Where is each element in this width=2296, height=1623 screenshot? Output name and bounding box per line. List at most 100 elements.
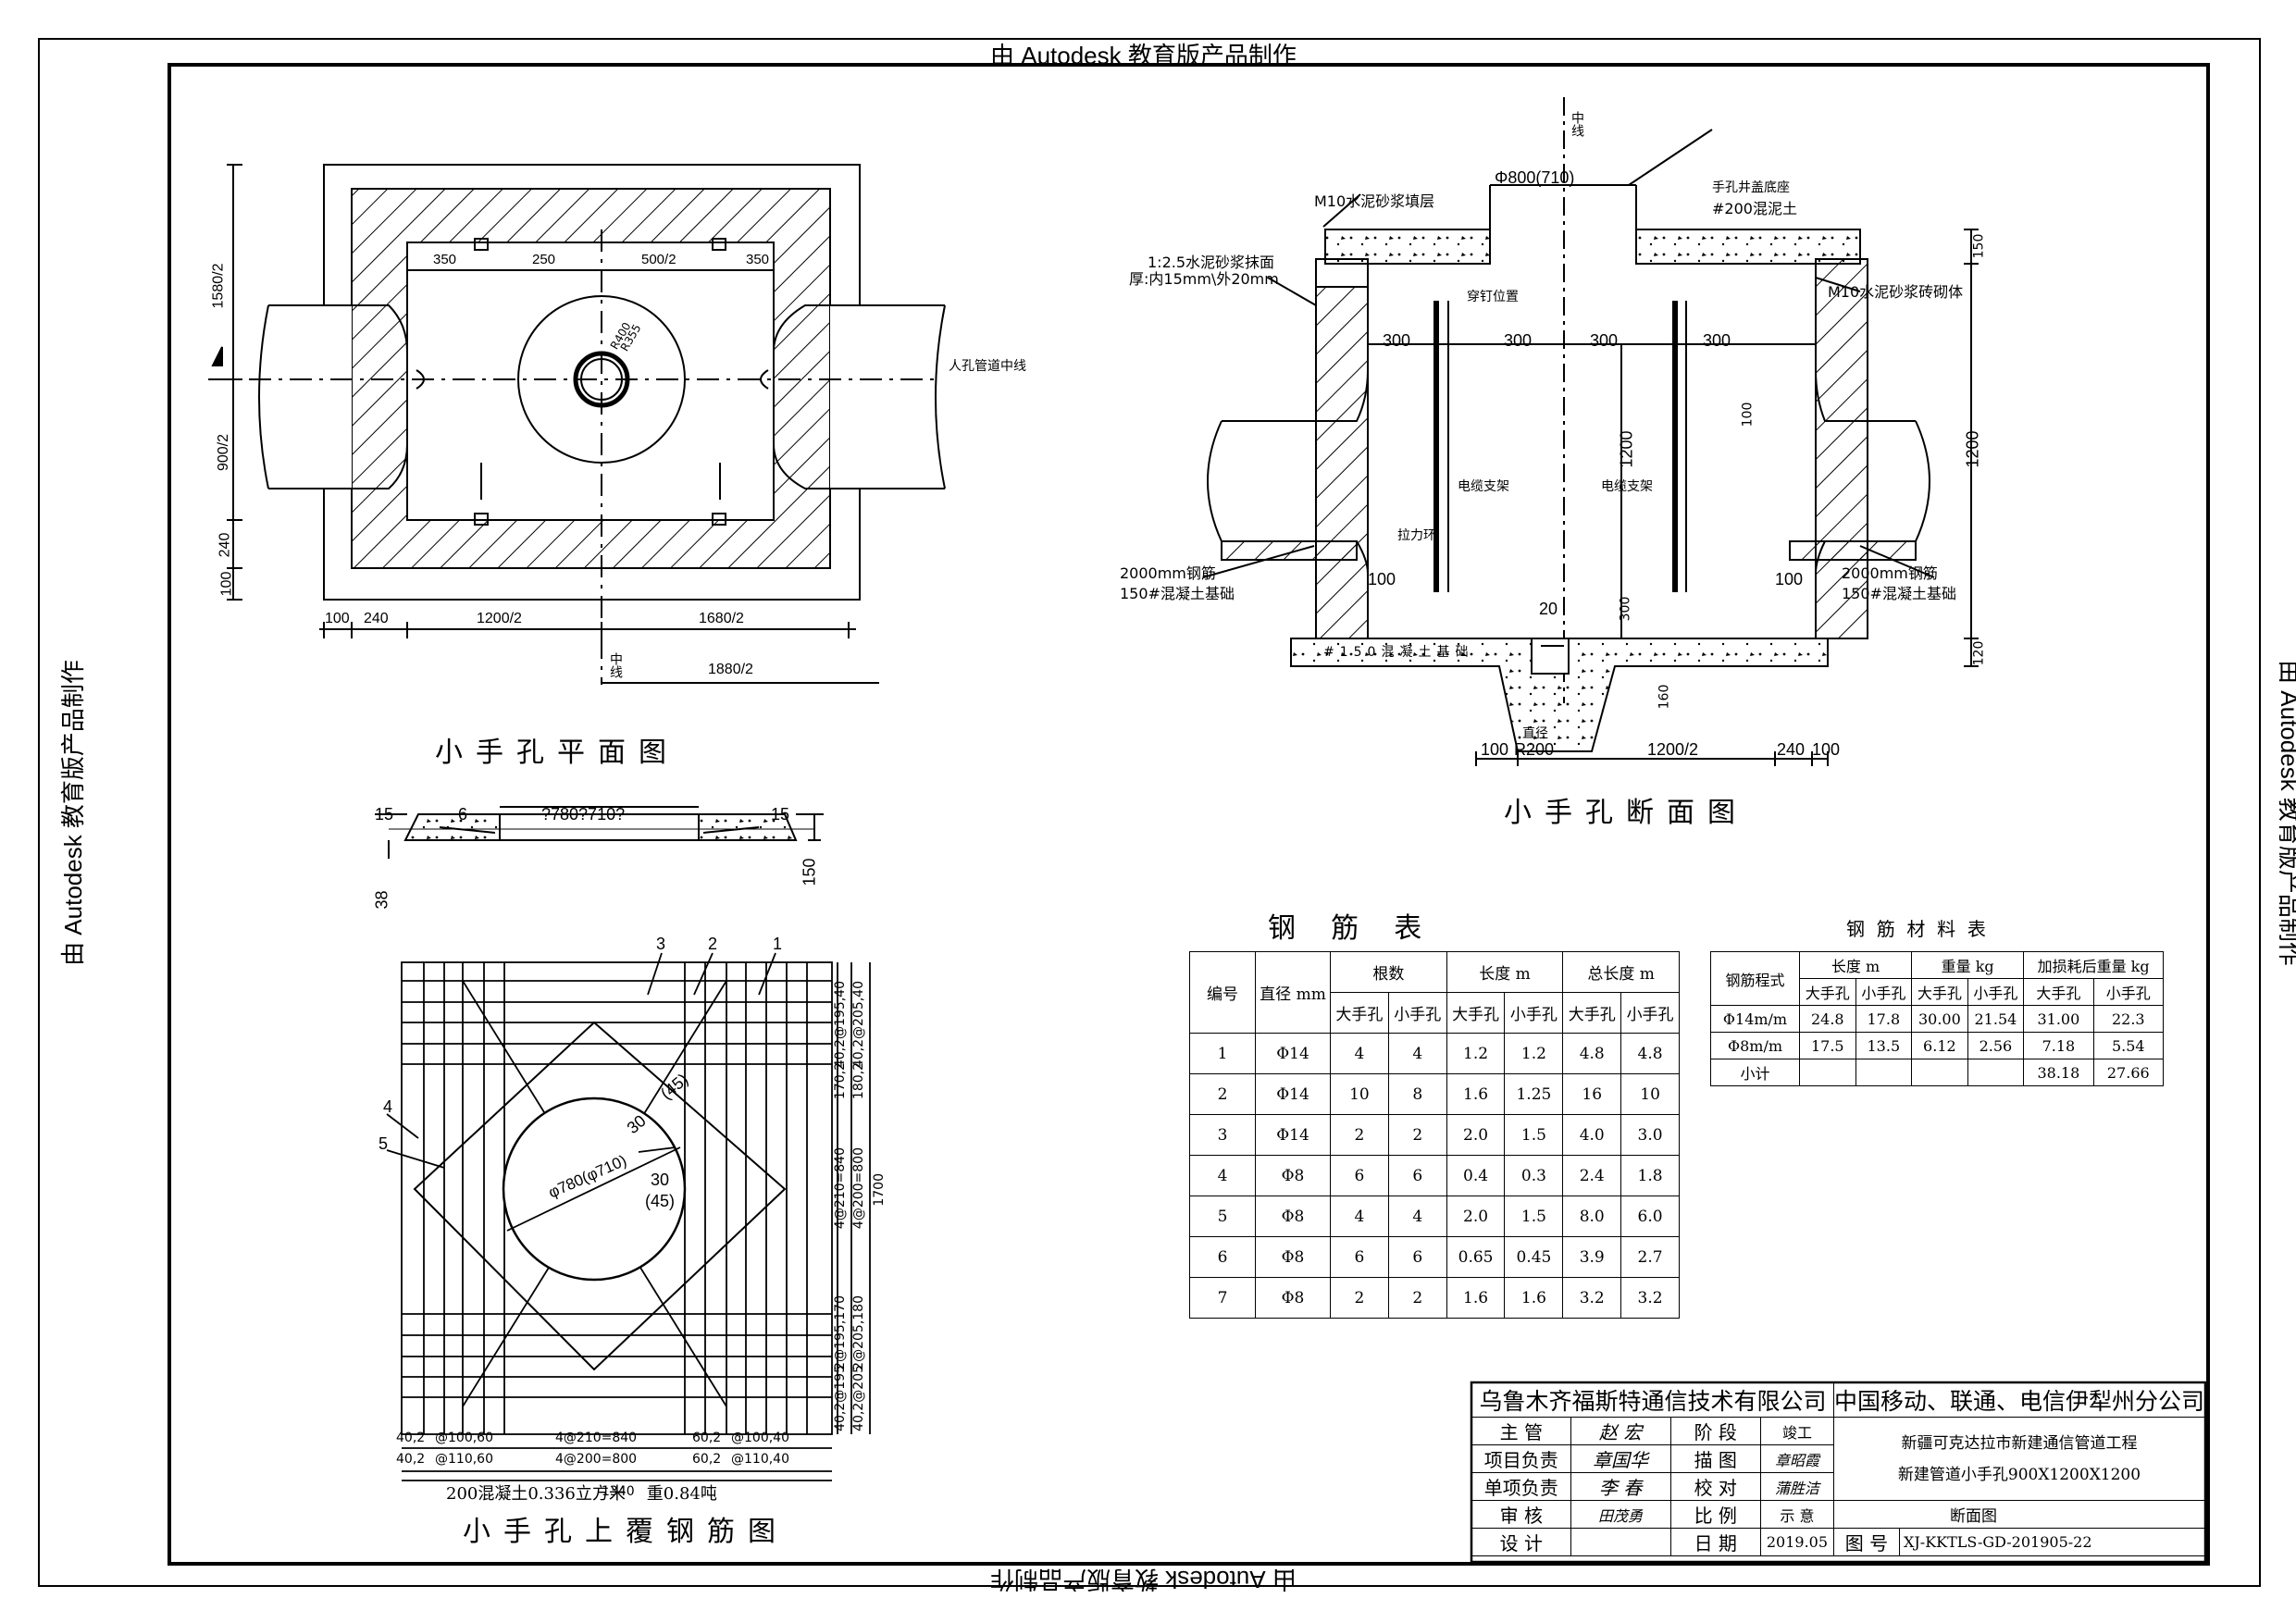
steel-cell: 8.0 bbox=[1562, 1196, 1622, 1237]
section-dim-300-2: 300 bbox=[1504, 331, 1533, 350]
section-dim-100-left: 100 bbox=[1368, 570, 1396, 588]
rebar-right-dim-10: 40,2@195 bbox=[833, 1365, 848, 1431]
tb-value-3: 蒲胜洁 bbox=[1759, 1472, 1834, 1501]
steel-cell: 10 bbox=[1620, 1073, 1680, 1115]
steel-cell: Φ8 bbox=[1255, 1196, 1331, 1237]
material-cell: 27.66 bbox=[2092, 1059, 2165, 1086]
tb-sig-2: 章国华 bbox=[1570, 1444, 1671, 1473]
section-base-left: 150#混凝土基础 bbox=[1120, 585, 1235, 602]
lid-d38: 38 bbox=[372, 890, 391, 910]
tb-role-4: 审 核 bbox=[1471, 1500, 1571, 1529]
steel-cell: 2 bbox=[1387, 1114, 1447, 1156]
company-right: 中国移动、联通、电信伊犁州分公司 bbox=[1832, 1382, 2206, 1418]
steel-cell: 3 bbox=[1189, 1114, 1256, 1156]
plan-dim-top-3: 500/2 bbox=[641, 252, 676, 267]
material-cell: 2.56 bbox=[1967, 1032, 2025, 1059]
tb-field-2: 描 图 bbox=[1669, 1444, 1761, 1473]
material-cell: 6.12 bbox=[1911, 1032, 1968, 1059]
section-dim-20: 20 bbox=[1539, 600, 1558, 618]
rebar-right-dim-5: 4@210=840 bbox=[833, 1147, 848, 1230]
material-cell: 17.5 bbox=[1799, 1032, 1856, 1059]
rebar-bottom-r2-4: 60,2 bbox=[692, 1452, 722, 1467]
project-line-1: 新疆可克达拉市新建通信管道工程 bbox=[1901, 1433, 2138, 1453]
steel-cell: 1.6 bbox=[1446, 1073, 1506, 1115]
section-plaster-2: 厚:内15mm\外20mm bbox=[1129, 270, 1279, 288]
rebar-bottom-r2-5: @110,40 bbox=[731, 1452, 789, 1467]
steel-cell: 4 bbox=[1387, 1033, 1447, 1074]
steel-cell: 2.7 bbox=[1620, 1236, 1680, 1278]
watermark-left: 由 Autodesk 教育版产品制作 bbox=[58, 660, 87, 966]
plan-pipe-label: 人孔管道中线 bbox=[949, 359, 1026, 374]
rebar-plan bbox=[386, 952, 871, 1481]
steel-cell: 1.6 bbox=[1504, 1277, 1564, 1319]
rebar-title: 小手孔上覆钢筋图 bbox=[463, 1516, 788, 1548]
steel-cell: 2 bbox=[1387, 1277, 1447, 1319]
steel-cell: 3.2 bbox=[1562, 1277, 1622, 1319]
material-cell bbox=[1967, 1059, 2025, 1086]
section-dim-160: 160 bbox=[1657, 684, 1672, 710]
tb-role-3: 单项负责 bbox=[1471, 1472, 1571, 1501]
section-dim-bottom-3: 1200/2 bbox=[1647, 740, 1699, 759]
rebar-bottom-r2-3: 4@200=800 bbox=[555, 1452, 638, 1467]
steel-cell: Φ8 bbox=[1255, 1236, 1331, 1278]
steel-cell: 1.2 bbox=[1504, 1033, 1564, 1074]
rebar-right-dim-6: 4@200=800 bbox=[851, 1147, 866, 1230]
tb-field-5: 日 期 bbox=[1669, 1528, 1761, 1556]
steel-cell: 4 bbox=[1387, 1196, 1447, 1237]
watermark-bottom: 由 Autodesk 教育版产品制作 bbox=[990, 1566, 1297, 1593]
material-cell: 38.18 bbox=[2023, 1059, 2094, 1086]
section-nail: 穿钉位置 bbox=[1467, 290, 1519, 304]
material-cell: 小计 bbox=[1710, 1059, 1800, 1086]
watermark-top: 由 Autodesk 教育版产品制作 bbox=[990, 42, 1297, 69]
rebar-right-dim-3: 170,2 bbox=[833, 1062, 848, 1100]
steel-cell: 6.0 bbox=[1620, 1196, 1680, 1237]
lid-d15b: 15 bbox=[771, 805, 790, 824]
plan-dim-left-1: 1580/2 bbox=[210, 263, 227, 309]
steel-cell: 1.2 bbox=[1446, 1033, 1506, 1074]
steel-h-no: 编号 bbox=[1189, 951, 1256, 1034]
rebar-bottom-r2-2: @110,60 bbox=[435, 1452, 493, 1467]
steel-cell: 10 bbox=[1330, 1073, 1389, 1115]
tb-sig-1: 赵 宏 bbox=[1570, 1417, 1671, 1445]
rebar-bottom-r1-4: 60,2 bbox=[692, 1431, 722, 1445]
rebar-right-dim-11: 40,2@205 bbox=[851, 1365, 866, 1431]
steel-cell: 1.5 bbox=[1504, 1196, 1564, 1237]
section-centerline: 中线 bbox=[1570, 111, 1584, 137]
plan-dim-bottom-4: 1680/2 bbox=[699, 611, 744, 626]
company-left: 乌鲁木齐福斯特通信技术有限公司 bbox=[1471, 1382, 1834, 1418]
material-cell: 31.00 bbox=[2023, 1005, 2094, 1033]
section-m10-brick: M10水泥砂浆砖砌体 bbox=[1828, 283, 1964, 301]
steel-sub-3: 大手孔 bbox=[1446, 992, 1506, 1034]
steel-cell: 2 bbox=[1330, 1114, 1389, 1156]
steel-cell: 7 bbox=[1189, 1277, 1256, 1319]
tb-field-3: 校 对 bbox=[1669, 1472, 1761, 1501]
tb-sig-3: 李 春 bbox=[1570, 1472, 1671, 1501]
steel-cell: 2.0 bbox=[1446, 1114, 1506, 1156]
mat-h-length: 长度 m bbox=[1798, 951, 1913, 979]
watermark-right: 由 Autodesk 教育版产品制作 bbox=[2275, 660, 2296, 966]
section-dim-300-v: 300 bbox=[1618, 596, 1633, 622]
rebar-right-dim-1: 40,2@195,40 bbox=[833, 981, 848, 1069]
inner-frame bbox=[168, 63, 2210, 1566]
plan-view bbox=[208, 164, 946, 685]
drawing-name: 断面图 bbox=[1832, 1500, 2206, 1529]
steel-cell: 0.4 bbox=[1446, 1155, 1506, 1196]
material-cell: 13.5 bbox=[1855, 1032, 1913, 1059]
steel-cell: 2.0 bbox=[1446, 1196, 1506, 1237]
steel-cell: 2 bbox=[1189, 1073, 1256, 1115]
rebar-caption: 200混凝土0.336立方米 重0.84吨 bbox=[446, 1484, 717, 1504]
mat-sub-4: 小手孔 bbox=[1967, 978, 2025, 1006]
rebar-callout-1: 1 bbox=[773, 935, 783, 953]
material-cell bbox=[1799, 1059, 1856, 1086]
lid-d15a: 15 bbox=[375, 805, 394, 824]
steel-cell: 1.8 bbox=[1620, 1155, 1680, 1196]
rebar-bottom-r1-1: 40,2 bbox=[396, 1431, 426, 1445]
steel-cell: 2.4 bbox=[1562, 1155, 1622, 1196]
section-dim-100-right: 100 bbox=[1775, 570, 1804, 588]
plan-dim-total: 1880/2 bbox=[708, 662, 753, 677]
material-cell: Φ8m/m bbox=[1710, 1032, 1800, 1059]
drawing-no: XJ-KKTLS-GD-201905-22 bbox=[1898, 1528, 2206, 1556]
